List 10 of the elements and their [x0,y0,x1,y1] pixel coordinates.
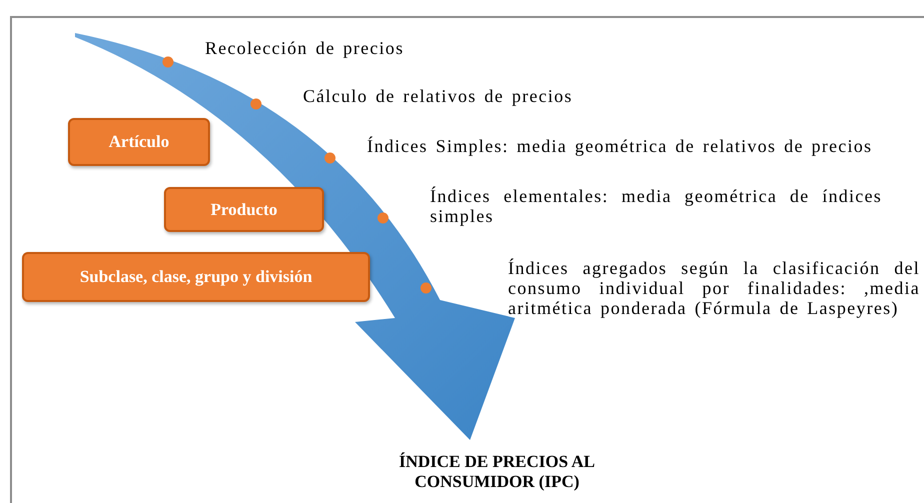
step-label: Cálculo de relativos de precios [303,86,574,106]
result-title: ÍNDICE DE PRECIOS AL CONSUMIDOR (IPC) [347,452,647,492]
step-label: Índices agregados según la clasificación del consumo individual por finalidades: ,media aritmética ponderada (Fórmula de Laspeyres) [508,258,920,318]
category-box: Artículo [68,118,210,166]
step-label: Recolección de precios [205,38,405,58]
step-label: Índices elementales: media geométrica de índices simples [430,186,882,226]
category-box: Producto [164,187,324,232]
category-box: Subclase, clase, grupo y división [22,252,370,302]
curved-arrow [75,33,515,440]
step-label: Índices Simples: media geométrica de relativos de precios [367,136,874,156]
